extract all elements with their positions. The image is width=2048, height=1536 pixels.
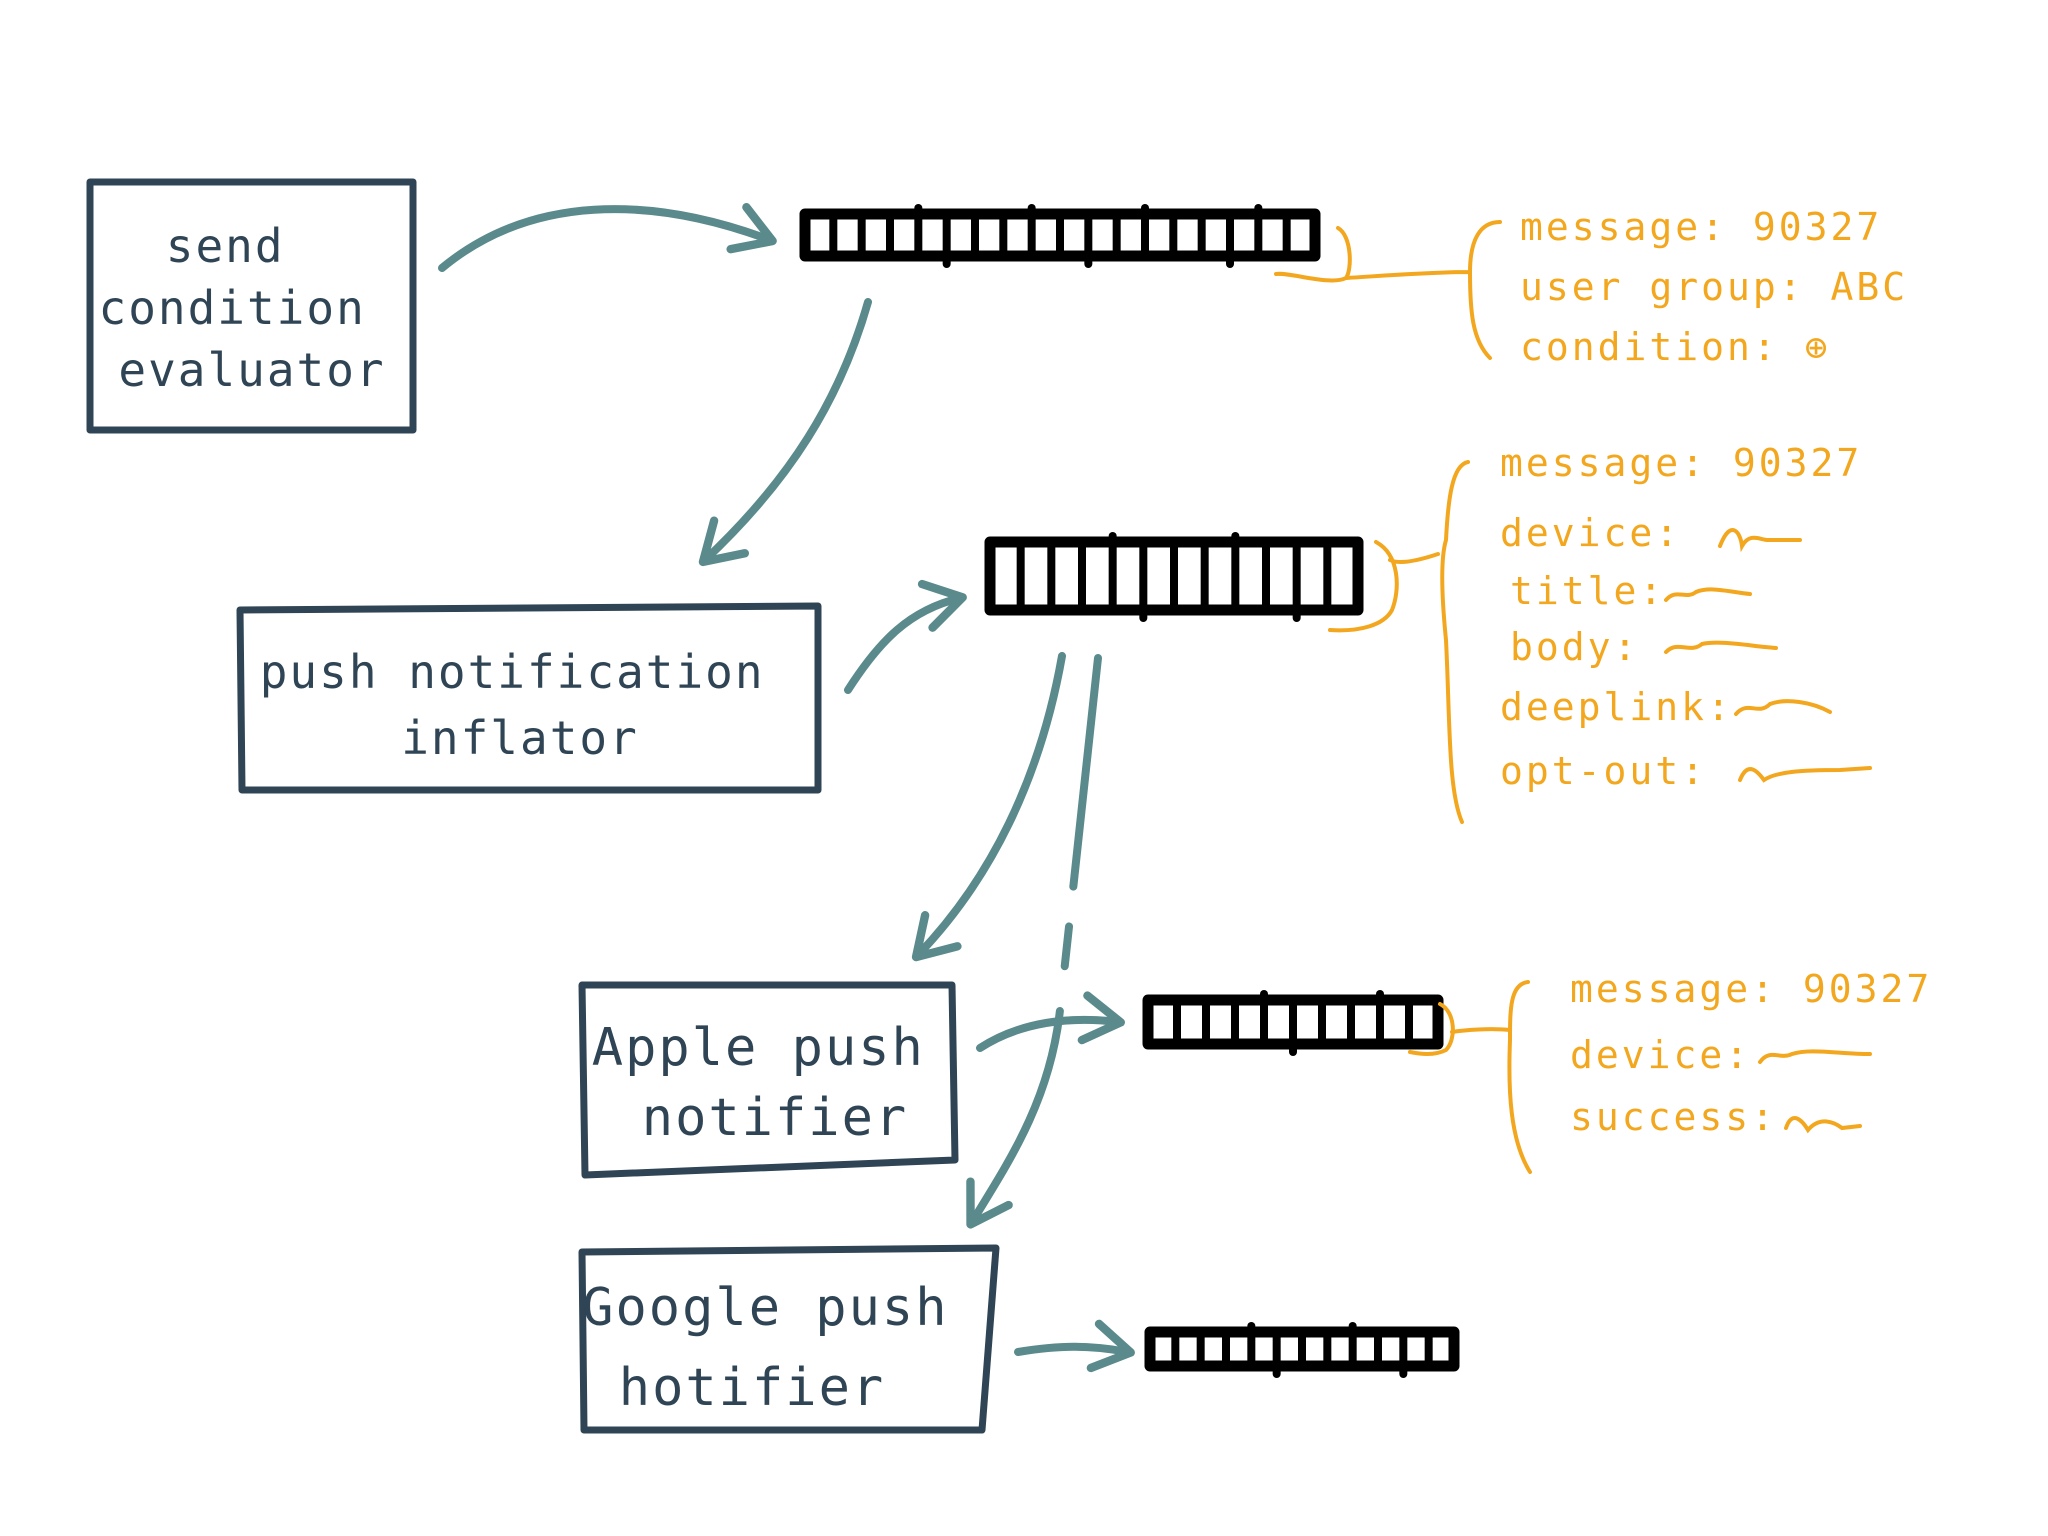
send-condition-evaluator-line-1: send: [166, 219, 285, 273]
svg-text:success:: success:: [1570, 1095, 1777, 1139]
annotation-queue-2-title-key: title: [1510, 569, 1639, 613]
svg-text:device:: device:: [1570, 1033, 1751, 1077]
annotation-queue-3-message-key: message: [1570, 967, 1751, 1011]
queue-2: [984, 532, 1364, 622]
arrow-evaluator-to-queue-1: [438, 203, 777, 272]
queue-1: [799, 204, 1321, 268]
svg-text:opt-out:: opt-out:: [1500, 749, 1707, 793]
svg-text:user group: ABC: user group: ABC: [1520, 265, 1908, 309]
arrow-queue-2-to-google-dashed: [966, 654, 1102, 1229]
annotation-queue-2-body-squiggle: [1664, 640, 1778, 654]
annotation-queue-1-condition-value: ⊕: [1805, 325, 1831, 369]
annotation-queue-1: message: 90327 user group: ABC condition…: [1520, 205, 1908, 369]
google-push-notifier-box: Google push hotifier: [578, 1244, 1000, 1434]
annotation-queue-3-success-squiggle: [1784, 1116, 1862, 1134]
push-notification-inflator-box: push notification inflator: [236, 602, 822, 794]
svg-text:send condition eva: send condition evaluator: [99, 219, 396, 397]
queue-4: [1144, 1322, 1460, 1378]
push-notification-inflator-line-1: push notification: [260, 645, 765, 699]
annotation-queue-1-message-value: 90327: [1753, 205, 1882, 249]
annotation-queue-2-device-key: device: [1500, 511, 1655, 555]
apple-push-notifier-line-2: notifier: [642, 1088, 908, 1148]
annotation-queue-2-opt-out-squiggle: [1738, 766, 1872, 783]
arrow-queue-2-to-apple: [911, 652, 1066, 962]
annotation-queue-2-deeplink-key: deeplink: [1500, 685, 1707, 729]
brace-queue-3: [1408, 980, 1532, 1174]
brace-queue-2: [1328, 460, 1470, 824]
svg-text:message: 90327: message: 90327: [1570, 967, 1932, 1011]
send-condition-evaluator-line-2: condition: [99, 281, 366, 335]
arrow-apple-to-queue-3: [976, 991, 1125, 1052]
annotation-queue-1-user-group-value: ABC: [1831, 265, 1909, 309]
annotation-queue-3: message: 90327 device: success:: [1570, 967, 1932, 1139]
annotation-queue-2-title-squiggle: [1664, 587, 1752, 602]
apple-push-notifier-box: Apple push notifier: [578, 981, 959, 1179]
svg-text:Apple push notifier: Apple push notifier: [592, 1018, 958, 1148]
annotation-queue-2: message: 90327 device: title: body: deep…: [1500, 441, 1872, 793]
annotation-queue-3-success-key: success: [1570, 1095, 1751, 1139]
annotation-queue-2-deeplink-squiggle: [1734, 699, 1832, 716]
arrow-inflator-to-queue-2: [844, 579, 967, 694]
svg-text:title:: title:: [1510, 569, 1665, 613]
annotation-queue-1-user-group-key: user group: [1520, 265, 1779, 309]
svg-text:push notification infla: push notification inflator: [260, 645, 795, 765]
annotation-queue-1-condition-key: condition: [1520, 325, 1753, 369]
push-notification-inflator-line-2: inflator: [401, 711, 639, 765]
arrow-queue-1-to-inflator: [698, 298, 872, 567]
queue-3: [1142, 990, 1444, 1056]
arrow-google-to-queue-4: [1014, 1319, 1135, 1373]
annotation-queue-3-message-value: 90327: [1803, 967, 1932, 1011]
annotation-queue-2-body-key: body: [1510, 625, 1614, 669]
annotation-queue-2-opt-out-key: opt-out: [1500, 749, 1681, 793]
svg-text:message: 90327: message: 90327: [1500, 441, 1862, 485]
annotation-queue-2-message-value: 90327: [1733, 441, 1862, 485]
annotation-queue-3-device-squiggle: [1758, 1049, 1872, 1064]
annotation-queue-2-message-key: message: [1500, 441, 1681, 485]
svg-text:condition: ⊕: condition: ⊕: [1520, 325, 1831, 369]
svg-text:body:: body:: [1510, 625, 1639, 669]
annotation-queue-3-device-key: device: [1570, 1033, 1725, 1077]
apple-push-notifier-line-1: Apple push: [592, 1018, 925, 1078]
svg-text:message: 90327: message: 90327: [1520, 205, 1882, 249]
annotation-queue-1-message-key: message: [1520, 205, 1701, 249]
google-push-notifier-line-1: Google push: [582, 1278, 948, 1338]
send-condition-evaluator-box: send condition evaluator: [86, 178, 417, 434]
annotation-queue-2-device-squiggle: [1718, 528, 1802, 553]
svg-text:deeplink:: deeplink:: [1500, 685, 1733, 729]
send-condition-evaluator-line-3: evaluator: [118, 343, 385, 397]
svg-text:Google push hotifier: Google push hotifier: [582, 1278, 982, 1418]
google-push-notifier-line-2: hotifier: [619, 1358, 885, 1418]
svg-text:device:: device:: [1500, 511, 1681, 555]
brace-queue-1: [1274, 220, 1502, 360]
